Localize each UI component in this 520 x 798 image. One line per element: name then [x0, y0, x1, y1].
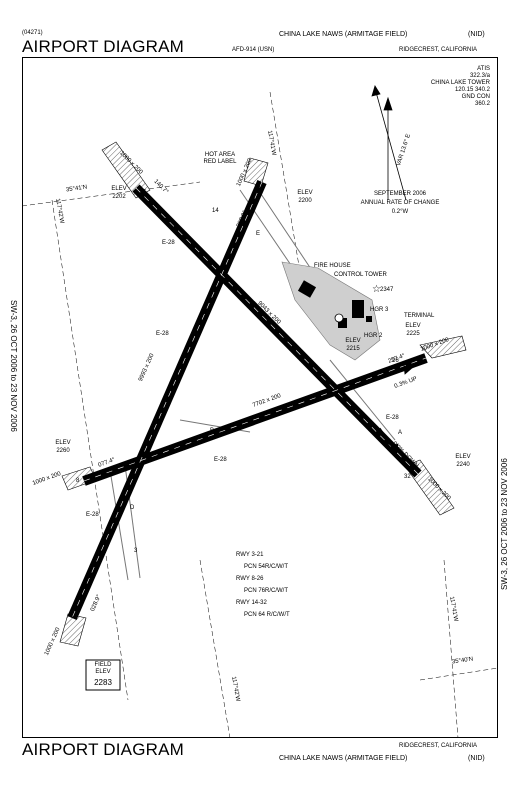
runway-08-26-centerline: [83, 357, 427, 482]
beacon-icon: ☆: [372, 284, 381, 295]
airport-name: CHINA LAKE NAWS (ARMITAGE FIELD): [279, 31, 408, 38]
field-elev-box: [85, 659, 121, 691]
variation-date: SEPTEMBER 2006: [373, 191, 427, 197]
field-elev-value: 2283: [94, 678, 112, 687]
footer-airport-id: (NID): [468, 755, 485, 762]
lon-line-bottom: [199, 559, 231, 739]
taxiway-d: [109, 469, 129, 581]
elev-center-label: ELEV: [345, 338, 361, 344]
runway-08-number: 8: [76, 478, 80, 484]
latlong-grid: [21, 91, 499, 739]
slope-arrow-08: [371, 369, 405, 381]
runways: [67, 180, 428, 620]
elev-n-value: 2200: [298, 198, 312, 204]
gnd-label: GND CON: [461, 94, 490, 100]
elev-nw-value: 2202: [112, 194, 126, 200]
airport-id: (NID): [468, 31, 485, 38]
e28-label-a: E-28: [162, 240, 175, 246]
e28-label-b: E-28: [156, 331, 169, 337]
location: RIDGECREST, CALIFORNIA: [399, 47, 478, 53]
hgr2-label: HGR 2: [364, 333, 383, 339]
elev-w-label: ELEV: [55, 440, 71, 446]
atis-freq: 322.3/a: [469, 73, 490, 79]
pcn-1432-value: PCN 64 R/C/W/T: [244, 612, 290, 618]
elev-se-label: ELEV: [455, 454, 471, 460]
lon-line-left: [51, 199, 129, 701]
hangar-3-building: [352, 300, 364, 318]
fire-house-label: FIRE HOUSE: [314, 263, 351, 269]
overrun-sw: [59, 613, 87, 647]
atis-label: ATIS: [477, 66, 490, 72]
procedure-ref: AFD-914 (USN): [232, 47, 275, 53]
runway-03-21: [67, 180, 267, 620]
field-elev-label: FIELD ELEV: [94, 662, 112, 675]
page-title: AIRPORT DIAGRAM: [22, 37, 185, 56]
gnd-freq: 360.2: [474, 101, 490, 107]
taxiway-a: [329, 359, 396, 441]
buildings: [297, 280, 372, 328]
terminal-building: [366, 316, 372, 322]
taxiway-e-label: E: [256, 231, 261, 237]
footer-location: RIDGECREST, CALIFORNIA: [399, 743, 478, 749]
beacon-elev: 2347: [380, 287, 394, 293]
footer-title: AIRPORT DIAGRAM: [22, 740, 185, 759]
runway-14-number: 14: [212, 208, 219, 214]
hgr3-label: HGR 3: [370, 307, 389, 313]
mag-north-arrow: [375, 91, 407, 201]
taxiway-d-label: D: [130, 505, 135, 511]
tower-icon: [334, 313, 344, 323]
runway-03-21-centerline: [71, 181, 263, 619]
runway-14-32: [132, 184, 422, 478]
pcn-0321-label: RWY 3-21: [236, 552, 264, 558]
overrun-nw: [101, 141, 151, 199]
chart-id: (04271): [22, 30, 43, 36]
overrun-ne: [419, 335, 467, 359]
elev-n-label: ELEV: [297, 190, 313, 196]
hot-area-label: HOT AREA RED LABEL: [203, 152, 237, 165]
elev-se-value: 2240: [456, 462, 470, 468]
pcn-0826-label: RWY 8-26: [236, 576, 264, 582]
annual-rate-label: ANNUAL RATE OF CHANGE: [360, 200, 440, 206]
elev-w-value: 2260: [56, 448, 70, 454]
annual-rate-value: 0.2°W: [391, 209, 409, 215]
lat-line-top: [21, 181, 201, 207]
tower-freq: 120.15 340.2: [454, 87, 490, 93]
tower-label: CHINA LAKE TOWER: [430, 80, 490, 86]
north-arrows: [371, 85, 407, 201]
elev-terminal-value: 2225: [406, 331, 420, 337]
e28-label-c: E-28: [214, 457, 227, 463]
footer-airport-name: CHINA LAKE NAWS (ARMITAGE FIELD): [279, 755, 408, 762]
slope-arrows: [371, 365, 413, 455]
control-tower-label: CONTROL TOWER: [334, 272, 387, 278]
taxiway-a-label: A: [398, 430, 403, 436]
pcn-0321-value: PCN 54R/C/W/T: [244, 564, 289, 570]
lon-line-right: [443, 559, 459, 739]
lon-line-top: [269, 91, 301, 273]
overrun-areas: [59, 141, 467, 647]
slope-arrow-32: [379, 427, 395, 449]
taxiway-b-label: B: [210, 428, 215, 434]
runway-03-number: 3: [134, 548, 138, 554]
pcn-1432-label: RWY 14-32: [236, 600, 267, 606]
elev-center-value: 2215: [346, 346, 360, 352]
terminal-label: TERMINAL: [404, 313, 435, 319]
e28-label-d: E-28: [86, 512, 99, 518]
diagram-frame: [22, 57, 498, 738]
pcn-0826-value: PCN 76R/C/W/T: [244, 588, 289, 594]
e28-label-e: E-28: [386, 415, 399, 421]
fire-house-building: [297, 280, 317, 298]
elev-terminal-label: ELEV: [405, 323, 421, 329]
runway-32-number: 32: [404, 474, 411, 480]
hangar-2-building: [338, 318, 347, 328]
lat-line-bottom: [419, 667, 499, 681]
runway-26-number: 26: [392, 358, 399, 364]
runway-21-number: 21: [257, 186, 264, 192]
elev-nw-label: ELEV: [111, 186, 127, 192]
